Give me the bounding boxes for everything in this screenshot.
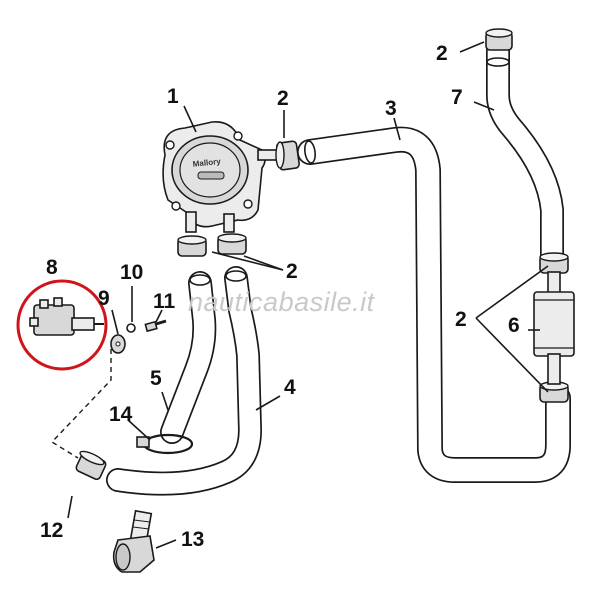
callout-14: 14 (109, 403, 133, 426)
clamp-pump-outlet (275, 140, 300, 171)
washer (110, 334, 126, 354)
screw (144, 319, 167, 333)
callout-2-filter: 2 (455, 308, 467, 331)
fuel-pump: Mallory (162, 121, 279, 233)
fuel-inlet-fitting (112, 509, 155, 573)
callout-7: 7 (451, 86, 463, 109)
clamp-pump-bottom-right (217, 233, 247, 255)
highlight-ring (16, 279, 108, 371)
assembly-dashed-line (50, 349, 112, 459)
hose-7 (486, 38, 564, 274)
callout-2-pump-bottom: 2 (286, 260, 298, 283)
callout-5: 5 (150, 367, 162, 390)
callout-3: 3 (385, 97, 397, 120)
svg-text:Mallory: Mallory (192, 157, 221, 169)
clamp-pump-bottom-left (177, 235, 207, 257)
callout-10: 10 (120, 261, 143, 284)
hose-3 (297, 126, 571, 483)
callout-12: 12 (40, 519, 63, 542)
callout-4: 4 (284, 376, 296, 399)
hose-clip (136, 433, 194, 455)
callout-9: 9 (98, 287, 110, 310)
callout-2-top-right: 2 (436, 42, 448, 65)
clamp-filter-top (539, 252, 569, 274)
callout-13: 13 (181, 528, 204, 551)
hose-4 (106, 266, 262, 496)
o-ring (126, 323, 136, 333)
fuel-filter (533, 271, 575, 385)
fuel-pressure-switch (29, 297, 104, 336)
watermark-text: nauticabasile.it (188, 287, 376, 317)
callout-6: 6 (508, 314, 520, 337)
callout-11: 11 (153, 290, 176, 313)
callout-labels: 1 2 2 3 7 2 2 6 4 5 8 9 10 11 14 12 13 (40, 42, 520, 551)
clamp-top-right (485, 28, 513, 51)
hose-5 (160, 271, 217, 444)
callout-1: 1 (167, 85, 179, 108)
callout-8: 8 (46, 256, 58, 279)
clamp-filter-bottom (539, 381, 569, 403)
leader-lines (67, 41, 549, 549)
clamp-inlet (75, 450, 107, 481)
callout-2-pump-outlet: 2 (277, 87, 289, 110)
